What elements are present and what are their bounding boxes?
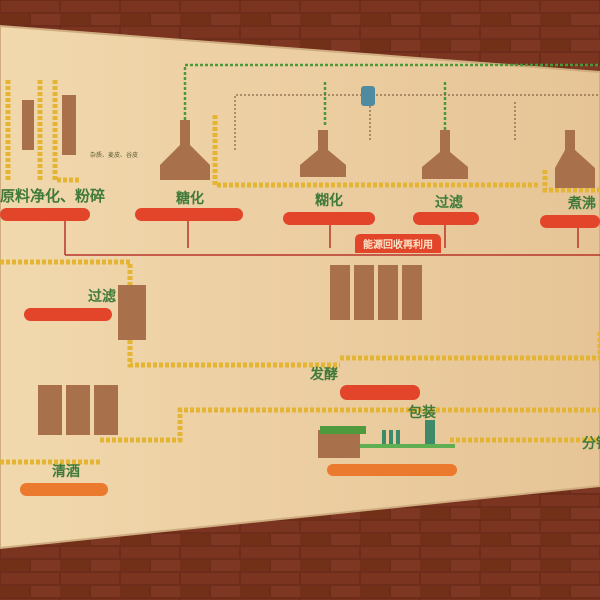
- stage-packaging: 包装: [408, 405, 436, 421]
- stage-clear-beer: 清酒: [52, 464, 80, 480]
- connector-lines: [64, 220, 600, 256]
- filtration-desc: [24, 308, 112, 321]
- stage-gelatinization: 糊化: [315, 193, 343, 209]
- water-tank: [361, 86, 375, 106]
- conveyor: [360, 444, 455, 448]
- filtration-top-desc: [413, 212, 479, 225]
- stage-distribution: 分销: [582, 436, 600, 452]
- stage-saccharification: 糖化: [176, 191, 204, 207]
- saccharification-desc: [135, 208, 243, 221]
- beer-pipes: [0, 80, 600, 465]
- stage-raw-material: 原料净化、粉碎: [0, 187, 106, 205]
- poster-board: [0, 24, 600, 550]
- stage-filtration: 过滤: [88, 289, 116, 305]
- packaging-desc: [327, 464, 457, 476]
- steam-lines: [183, 63, 600, 150]
- stage-fermentation: 发酵: [310, 367, 338, 383]
- packaging-machine-top: [320, 426, 366, 434]
- clear-beer-desc: [20, 483, 108, 496]
- impurities-note: 杂质、麦皮、谷皮: [90, 152, 139, 159]
- bottles: [382, 420, 435, 448]
- stage-boiling: 煮沸: [568, 196, 596, 212]
- fermentation-desc: [340, 385, 420, 400]
- energy-recovery-banner: 能源回收再利用: [355, 234, 441, 253]
- equipment: [22, 95, 595, 458]
- raw-material-desc: [0, 208, 90, 221]
- stage-filtration-top: 过滤: [435, 195, 463, 211]
- boiling-desc: [540, 215, 600, 228]
- gelatinization-desc: [283, 212, 375, 225]
